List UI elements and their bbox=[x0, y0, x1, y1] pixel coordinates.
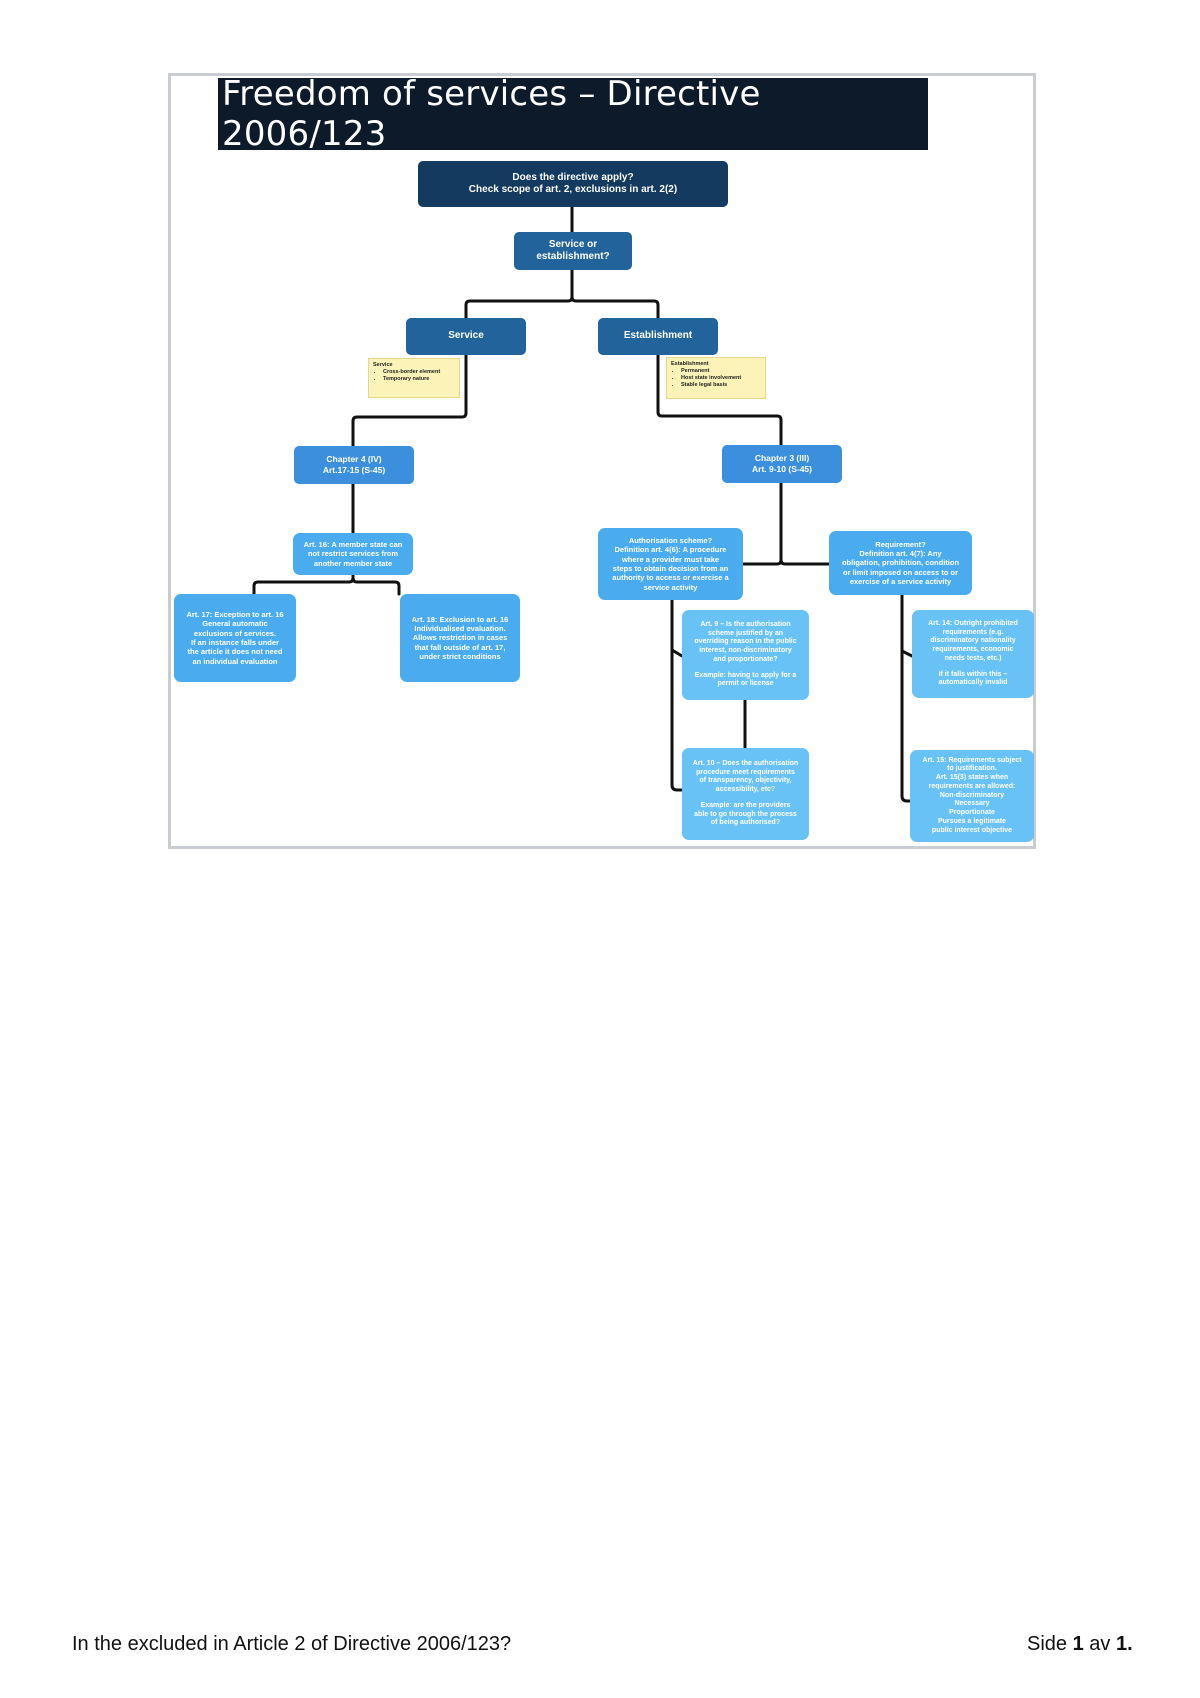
node-line: steps to obtain decision from an bbox=[612, 564, 729, 573]
node-art-18: Art. 18: Exclusion to art. 16 Individual… bbox=[400, 594, 520, 682]
node-chapter-3: Chapter 3 (III) Art. 9-10 (S-45) bbox=[722, 445, 842, 483]
node-art-17: Art. 17: Exception to art. 16 General au… bbox=[174, 594, 296, 682]
node-line: Check scope of art. 2, exclusions in art… bbox=[468, 184, 678, 195]
note-item: Temporary nature bbox=[383, 376, 455, 383]
node-line: requirements are allowed: bbox=[928, 782, 1016, 790]
note-establishment: Establishment Permanent Host state invol… bbox=[666, 357, 766, 399]
node-line: authority to access or exercise a bbox=[612, 573, 729, 583]
node-line: Service bbox=[448, 330, 484, 342]
node-line: Does the directive apply? bbox=[512, 171, 634, 183]
node-line: Service or bbox=[548, 238, 598, 250]
node-line: of transparency, objectivity, bbox=[699, 777, 792, 785]
node-line: Art. 15: Requirements subject bbox=[922, 756, 1022, 764]
note-item: Permanent bbox=[681, 368, 761, 375]
node-line: Art. 9-10 (S-45) bbox=[752, 464, 812, 474]
note-item: Cross-border element bbox=[383, 369, 455, 376]
node-line: needs tests, etc.) bbox=[944, 654, 1002, 662]
node-line: automatically invalid bbox=[938, 679, 1008, 687]
page-indicator: Side 1 av 1. bbox=[1027, 1633, 1133, 1656]
node-line: an individual evaluation bbox=[192, 656, 278, 666]
node-art-10: Art. 10 – Does the authorisation procedu… bbox=[682, 748, 809, 840]
node-line: Art. 14: Outright prohibited bbox=[928, 619, 1018, 627]
node-line: Allows restriction in cases bbox=[412, 633, 508, 643]
node-line: Art. 16: A member state can bbox=[303, 539, 403, 549]
node-line: able to go through the process bbox=[694, 810, 797, 818]
node-line: Establishment bbox=[623, 330, 693, 342]
node-line: requirements, economic bbox=[932, 646, 1014, 654]
note-item: Stable legal basis bbox=[681, 382, 761, 389]
node-line: obligation, prohibition, condition bbox=[841, 558, 960, 568]
node-line: where a provider must take bbox=[621, 554, 720, 564]
node-line: permit or license bbox=[717, 680, 774, 688]
note-service: Service Cross-border element Temporary n… bbox=[368, 358, 460, 398]
node-line: accessibility, etc? bbox=[715, 786, 776, 794]
page-total: 1. bbox=[1115, 1633, 1133, 1655]
node-line: Chapter 4 (IV) bbox=[326, 454, 382, 465]
node-line: under strict conditions bbox=[419, 652, 501, 662]
node-art-16: Art. 16: A member state can not restrict… bbox=[293, 533, 413, 575]
node-line: overriding reason in the public bbox=[694, 638, 797, 646]
node-line: Individualised evaluation. bbox=[414, 623, 506, 633]
node-line: of being authorised? bbox=[710, 819, 781, 827]
node-line: Definition art. 4(7): Any bbox=[859, 548, 942, 558]
node-line: scheme justified by an bbox=[707, 629, 784, 637]
node-line: establishment? bbox=[536, 251, 610, 262]
node-line: Art. 9 – Is the authorisation bbox=[700, 620, 791, 628]
node-line: public interest objective bbox=[931, 826, 1013, 834]
node-line: procedure meet requirements bbox=[696, 768, 795, 776]
node-line: interest, non-discriminatory bbox=[699, 647, 792, 655]
node-line: Art.17-15 (S-45) bbox=[322, 465, 386, 475]
node-line: Example: are the providers bbox=[700, 801, 791, 809]
node-service: Service bbox=[406, 318, 526, 355]
node-art-15: Art. 15: Requirements subject to justifi… bbox=[910, 750, 1034, 842]
node-line: Example: having to apply for a bbox=[694, 671, 797, 679]
footer-question: In the excluded in Article 2 of Directiv… bbox=[72, 1633, 512, 1655]
node-line: Art. 10 – Does the authorisation bbox=[692, 759, 799, 767]
node-establishment: Establishment bbox=[598, 318, 718, 355]
node-line: Definition art. 4(6): A procedure bbox=[614, 545, 727, 555]
note-item: Host state involvement bbox=[681, 375, 761, 382]
page-current: 1 bbox=[1072, 1633, 1084, 1655]
node-requirement: Requirement? Definition art. 4(7): Any o… bbox=[829, 531, 972, 595]
node-line: exclusions of services. bbox=[193, 628, 277, 638]
node-chapter-4: Chapter 4 (IV) Art.17-15 (S-45) bbox=[294, 446, 414, 484]
node-line: or limit imposed on access to or bbox=[842, 567, 959, 577]
node-line: If it falls within this – bbox=[938, 670, 1008, 678]
node-line: Art. 18: Exclusion to art. 16 bbox=[411, 614, 509, 624]
node-authorisation-scheme: Authorisation scheme? Definition art. 4(… bbox=[598, 528, 743, 600]
node-line: service activity bbox=[643, 582, 698, 592]
node-line: exercise of a service activity bbox=[849, 577, 952, 587]
node-line: Chapter 3 (III) bbox=[754, 453, 810, 464]
node-directive-apply: Does the directive apply? Check scope of… bbox=[418, 161, 728, 207]
node-art-9: Art. 9 – Is the authorisation scheme jus… bbox=[682, 610, 809, 700]
node-line: Non-discriminatory bbox=[939, 791, 1005, 799]
node-line: Art. 15(3) states when bbox=[935, 774, 1009, 782]
page-separator: av bbox=[1089, 1633, 1111, 1655]
node-line: to justification. bbox=[947, 765, 997, 773]
node-line: requirements (e.g. bbox=[942, 628, 1004, 636]
page-label: Side bbox=[1027, 1633, 1068, 1655]
node-line: the article it does not need bbox=[187, 647, 283, 657]
node-line: Requirement? bbox=[875, 539, 926, 549]
node-line: that fall outside of art. 17, bbox=[414, 642, 506, 652]
node-line: General automatic bbox=[202, 619, 268, 629]
diagram-title: Freedom of services – Directive 2006/123 bbox=[218, 74, 928, 154]
node-line: another member state bbox=[313, 558, 393, 568]
node-line: If an instance falls under bbox=[191, 638, 279, 647]
node-art-14: Art. 14: Outright prohibited requirement… bbox=[912, 610, 1034, 698]
note-heading: Service bbox=[373, 362, 393, 368]
note-heading: Establishment bbox=[671, 361, 709, 367]
node-line: Necessary bbox=[954, 800, 990, 808]
node-line: Authorisation scheme? bbox=[628, 535, 713, 545]
node-line: Proportionate bbox=[949, 809, 995, 817]
node-line: Art. 17: Exception to art. 16 bbox=[186, 609, 284, 619]
node-line: Pursues a legitimate bbox=[937, 817, 1007, 825]
node-line: not restrict services from bbox=[307, 549, 399, 559]
node-line: discriminatory nationality bbox=[930, 637, 1016, 645]
node-line: and proportionate? bbox=[713, 655, 778, 663]
node-service-or-establishment: Service or establishment? bbox=[514, 232, 632, 270]
